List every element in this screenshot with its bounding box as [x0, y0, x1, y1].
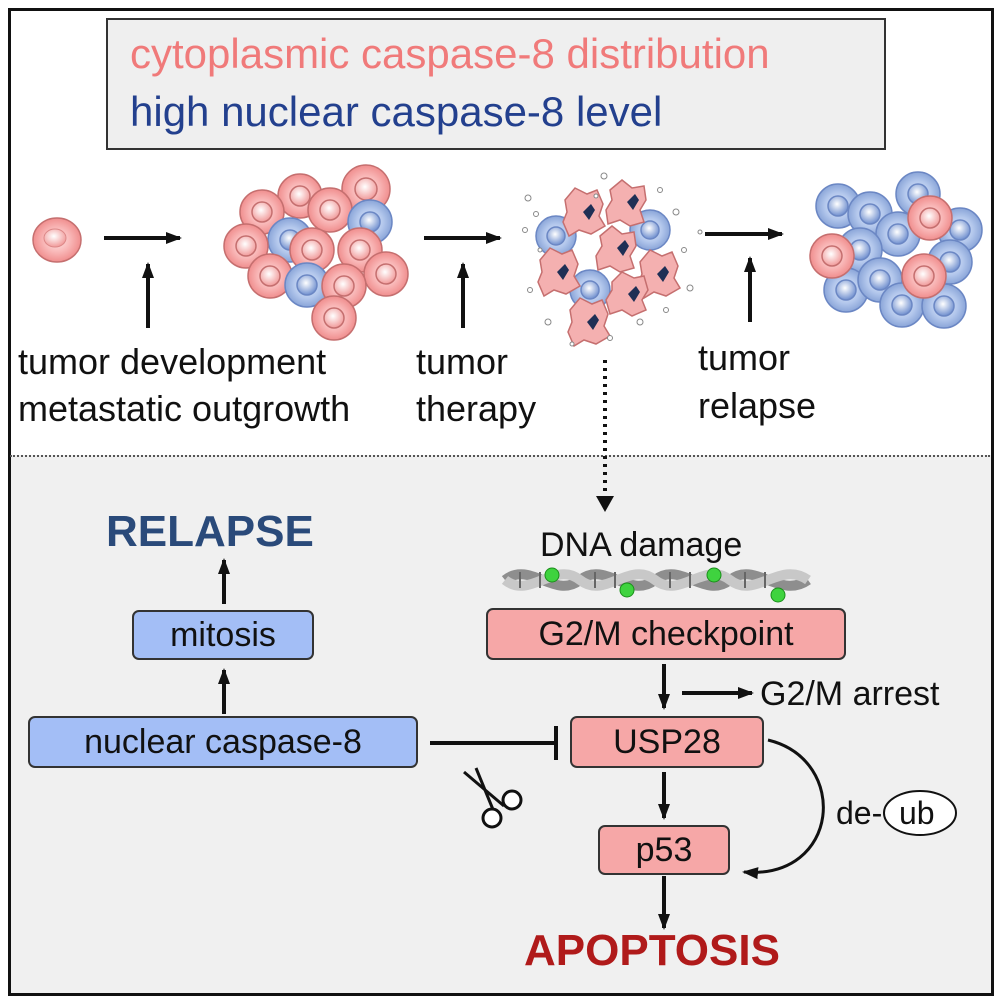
- figure-frame: [8, 8, 994, 996]
- single-pink-cell: [32, 217, 82, 263]
- ub-label: ub: [899, 795, 935, 831]
- tumor-cluster-development: [223, 164, 409, 341]
- p53-box: p53: [598, 825, 730, 875]
- label-tumor-therapy-2: therapy: [416, 388, 537, 429]
- deub-prefix-label: de-: [836, 795, 883, 831]
- usp28-box: USP28: [570, 716, 764, 768]
- legend-box: cytoplasmic caspase-8 distribution high …: [106, 18, 886, 150]
- label-tumor-relapse-1: tumor: [698, 337, 791, 378]
- relapse-title: RELAPSE: [106, 507, 314, 556]
- dotted-arrow-to-dna-damage: [596, 360, 614, 512]
- dna-helix-icon: [501, 567, 811, 603]
- tumor-cluster-relapse: [809, 171, 983, 329]
- legend-cytoplasmic: cytoplasmic caspase-8 distribution: [130, 30, 770, 77]
- mitosis-box: mitosis: [132, 610, 314, 660]
- g2m-checkpoint-box: G2/M checkpoint: [486, 608, 846, 660]
- g2m-arrest-label: G2/M arrest: [760, 675, 940, 713]
- dna-damage-label: DNA damage: [540, 526, 743, 564]
- apoptosis-title: APOPTOSIS: [524, 926, 780, 975]
- label-tumor-relapse-2: relapse: [698, 385, 817, 426]
- panel-divider: [10, 455, 990, 457]
- progression-arrows: [104, 228, 784, 328]
- label-tumor-development: tumor development: [18, 341, 327, 382]
- legend-nuclear: high nuclear caspase-8 level: [130, 88, 663, 135]
- tumor-cluster-therapy: [522, 172, 703, 348]
- pathway-arrows: [218, 558, 825, 930]
- nuclear-caspase-box: nuclear caspase-8: [28, 716, 418, 768]
- label-metastatic-outgrowth: metastatic outgrowth: [18, 388, 351, 429]
- ub-ellipse: [883, 790, 957, 836]
- inhibition-line: [430, 726, 558, 760]
- scissors-icon: [463, 767, 523, 829]
- label-tumor-therapy-1: tumor: [416, 341, 509, 382]
